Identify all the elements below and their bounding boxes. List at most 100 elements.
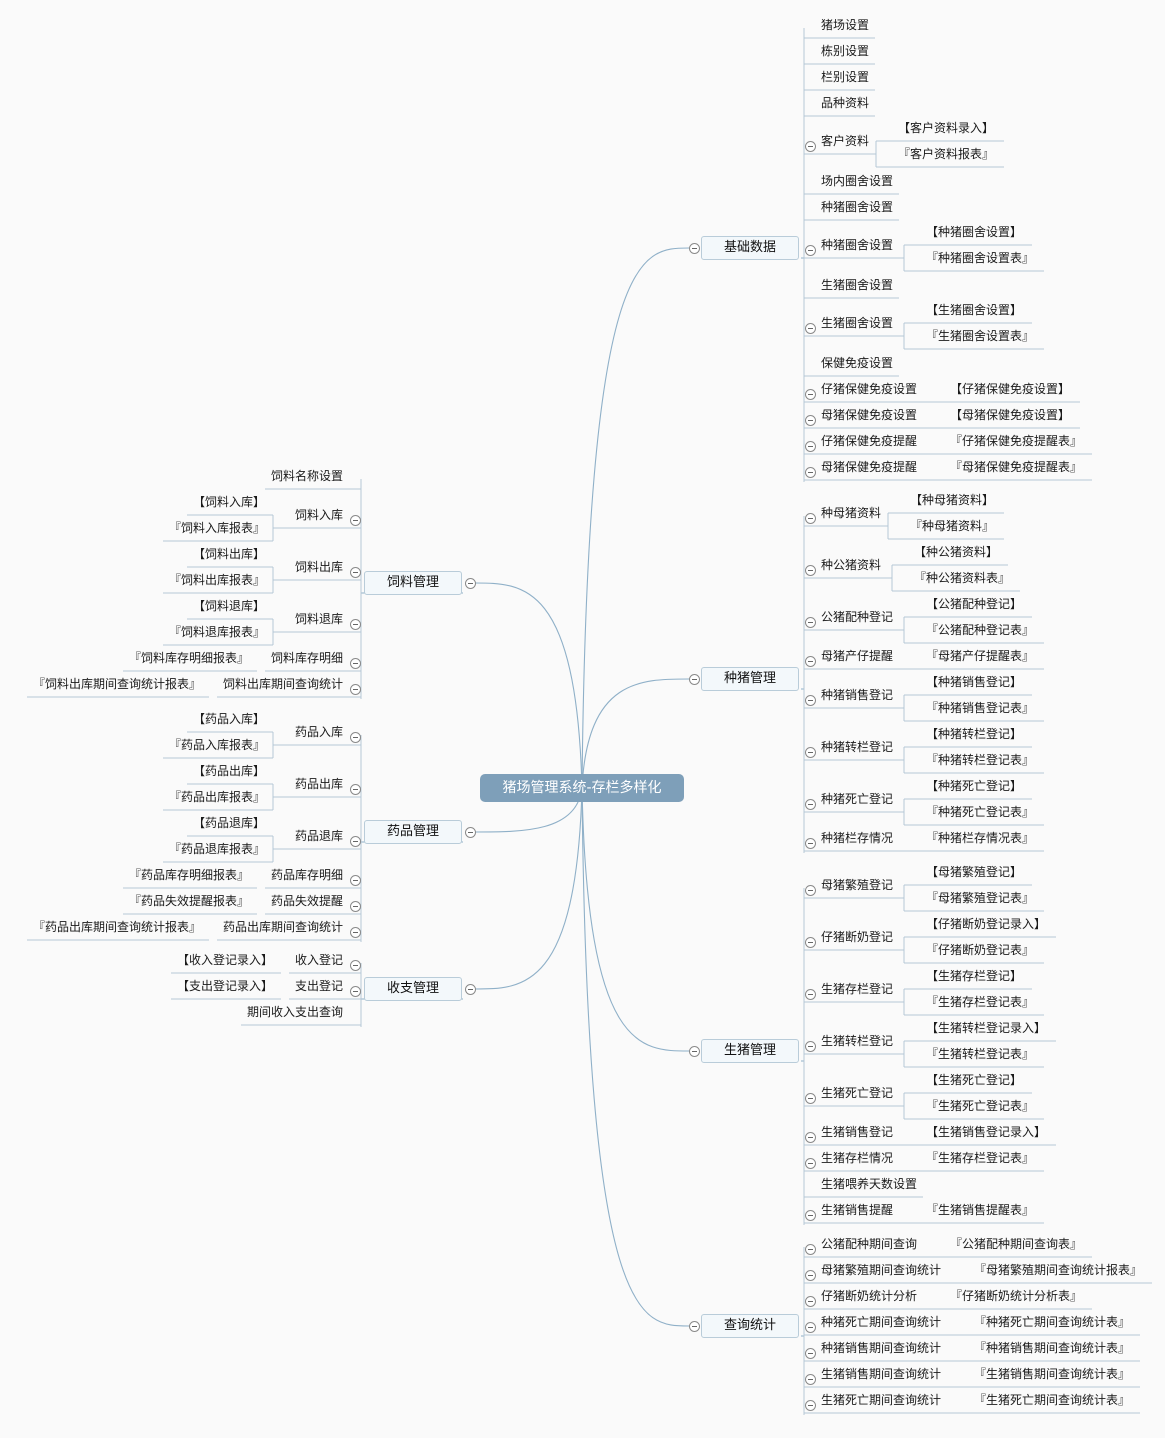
topic-6-4[interactable]: 药品库存明细 (271, 868, 344, 882)
subtopic-2-3-1[interactable]: 【公猪配种登记】 (926, 597, 1023, 611)
topic-3-6[interactable]: 生猪销售登记 (821, 1125, 894, 1139)
topic-7-3[interactable]: 期间收入支出查询 (247, 1005, 344, 1019)
branch-4[interactable]: 查询统计 (701, 1314, 799, 1338)
subtopic-2-3-2[interactable]: 『公猪配种登记表』 (926, 623, 1035, 637)
topic-3-5[interactable]: 生猪死亡登记 (821, 1086, 894, 1100)
branch-3[interactable]: 生猪管理 (701, 1039, 799, 1063)
collapse-toggle-icon[interactable] (805, 937, 816, 948)
collapse-toggle-icon[interactable] (350, 901, 361, 912)
topic-6-6[interactable]: 药品出库期间查询统计 (223, 920, 344, 934)
subtopic-5-5-1[interactable]: 『饲料库存明细报表』 (129, 651, 250, 665)
collapse-toggle-icon[interactable] (805, 747, 816, 758)
subtopic-3-2-2[interactable]: 『仔猪断奶登记表』 (926, 943, 1035, 957)
topic-1-4[interactable]: 品种资料 (821, 96, 870, 110)
topic-4-1[interactable]: 公猪配种期间查询 (821, 1237, 918, 1251)
collapse-toggle-icon[interactable] (805, 245, 816, 256)
topic-2-4[interactable]: 母猪产仔提醒 (821, 649, 894, 663)
subtopic-1-13-1[interactable]: 【母猪保健免疫设置】 (950, 408, 1071, 422)
collapse-toggle-icon[interactable] (350, 619, 361, 630)
collapse-toggle-icon[interactable] (465, 578, 476, 589)
branch-5[interactable]: 饲料管理 (364, 571, 462, 595)
subtopic-2-6-2[interactable]: 『种猪转栏登记表』 (926, 753, 1035, 767)
collapse-toggle-icon[interactable] (805, 617, 816, 628)
topic-7-1[interactable]: 收入登记 (295, 953, 344, 967)
central-topic[interactable]: 猪场管理系统-存栏多样化 (480, 774, 684, 802)
topic-3-2[interactable]: 仔猪断奶登记 (821, 930, 894, 944)
collapse-toggle-icon[interactable] (805, 467, 816, 478)
topic-5-3[interactable]: 饲料出库 (295, 560, 344, 574)
branch-1[interactable]: 基础数据 (701, 236, 799, 260)
collapse-toggle-icon[interactable] (350, 732, 361, 743)
topic-3-7[interactable]: 生猪存栏情况 (821, 1151, 894, 1165)
topic-4-3[interactable]: 仔猪断奶统计分析 (821, 1289, 918, 1303)
subtopic-6-3-2[interactable]: 『药品退库报表』 (169, 842, 266, 856)
subtopic-2-2-1[interactable]: 【种公猪资料】 (914, 545, 999, 559)
subtopic-3-7-1[interactable]: 『生猪存栏登记表』 (926, 1151, 1035, 1165)
collapse-toggle-icon[interactable] (350, 567, 361, 578)
subtopic-4-6-1[interactable]: 『生猪销售期间查询统计表』 (974, 1367, 1131, 1381)
topic-5-2[interactable]: 饲料入库 (295, 508, 344, 522)
topic-6-2[interactable]: 药品出库 (295, 777, 344, 791)
subtopic-6-4-1[interactable]: 『药品库存明细报表』 (129, 868, 250, 882)
collapse-toggle-icon[interactable] (805, 565, 816, 576)
collapse-toggle-icon[interactable] (689, 674, 700, 685)
collapse-toggle-icon[interactable] (689, 243, 700, 254)
subtopic-3-4-1[interactable]: 【生猪转栏登记录入】 (926, 1021, 1047, 1035)
subtopic-3-5-2[interactable]: 『生猪死亡登记表』 (926, 1099, 1035, 1113)
collapse-toggle-icon[interactable] (350, 986, 361, 997)
collapse-toggle-icon[interactable] (805, 415, 816, 426)
topic-2-8[interactable]: 种猪栏存情况 (821, 831, 894, 845)
collapse-toggle-icon[interactable] (350, 515, 361, 526)
subtopic-7-2-1[interactable]: 【支出登记录入】 (177, 979, 274, 993)
subtopic-1-10-2[interactable]: 『生猪圈舍设置表』 (926, 329, 1035, 343)
subtopic-1-10-1[interactable]: 【生猪圈舍设置】 (926, 303, 1023, 317)
subtopic-5-2-2[interactable]: 『饲料入库报表』 (169, 521, 266, 535)
topic-4-6[interactable]: 生猪销售期间查询统计 (821, 1367, 942, 1381)
subtopic-3-2-1[interactable]: 【仔猪断奶登记录入】 (926, 917, 1047, 931)
topic-3-3[interactable]: 生猪存栏登记 (821, 982, 894, 996)
collapse-toggle-icon[interactable] (805, 1158, 816, 1169)
collapse-toggle-icon[interactable] (805, 389, 816, 400)
topic-2-3[interactable]: 公猪配种登记 (821, 610, 894, 624)
topic-6-5[interactable]: 药品失效提醒 (271, 894, 344, 908)
topic-4-7[interactable]: 生猪死亡期间查询统计 (821, 1393, 942, 1407)
collapse-toggle-icon[interactable] (805, 141, 816, 152)
subtopic-6-6-1[interactable]: 『药品出库期间查询统计报表』 (33, 920, 202, 934)
topic-1-13[interactable]: 母猪保健免疫设置 (821, 408, 918, 422)
subtopic-3-9-1[interactable]: 『生猪销售提醒表』 (926, 1203, 1035, 1217)
collapse-toggle-icon[interactable] (805, 1041, 816, 1052)
subtopic-3-1-1[interactable]: 【母猪繁殖登记】 (926, 865, 1023, 879)
collapse-toggle-icon[interactable] (805, 513, 816, 524)
collapse-toggle-icon[interactable] (465, 984, 476, 995)
collapse-toggle-icon[interactable] (350, 875, 361, 886)
topic-1-6[interactable]: 场内圈舍设置 (821, 174, 894, 188)
subtopic-3-1-2[interactable]: 『母猪繁殖登记表』 (926, 891, 1035, 905)
subtopic-6-5-1[interactable]: 『药品失效提醒报表』 (129, 894, 250, 908)
topic-1-15[interactable]: 母猪保健免疫提醒 (821, 460, 918, 474)
collapse-toggle-icon[interactable] (805, 1374, 816, 1385)
subtopic-3-4-2[interactable]: 『生猪转栏登记表』 (926, 1047, 1035, 1061)
collapse-toggle-icon[interactable] (805, 1210, 816, 1221)
collapse-toggle-icon[interactable] (805, 1400, 816, 1411)
collapse-toggle-icon[interactable] (350, 658, 361, 669)
subtopic-1-8-1[interactable]: 【种猪圈舍设置】 (926, 225, 1023, 239)
branch-6[interactable]: 药品管理 (364, 820, 462, 844)
subtopic-2-8-1[interactable]: 『种猪栏存情况表』 (926, 831, 1035, 845)
collapse-toggle-icon[interactable] (805, 656, 816, 667)
subtopic-6-3-1[interactable]: 【药品退库】 (193, 816, 266, 830)
subtopic-5-6-1[interactable]: 『饲料出库期间查询统计报表』 (33, 677, 202, 691)
subtopic-4-5-1[interactable]: 『种猪销售期间查询统计表』 (974, 1341, 1131, 1355)
subtopic-2-5-2[interactable]: 『种猪销售登记表』 (926, 701, 1035, 715)
collapse-toggle-icon[interactable] (805, 1244, 816, 1255)
branch-7[interactable]: 收支管理 (364, 977, 462, 1001)
topic-2-6[interactable]: 种猪转栏登记 (821, 740, 894, 754)
topic-1-5[interactable]: 客户资料 (821, 134, 870, 148)
topic-1-9[interactable]: 生猪圈舍设置 (821, 278, 894, 292)
subtopic-4-7-1[interactable]: 『生猪死亡期间查询统计表』 (974, 1393, 1131, 1407)
collapse-toggle-icon[interactable] (805, 838, 816, 849)
subtopic-4-3-1[interactable]: 『仔猪断奶统计分析表』 (950, 1289, 1083, 1303)
topic-7-2[interactable]: 支出登记 (295, 979, 344, 993)
topic-1-7[interactable]: 种猪圈舍设置 (821, 200, 894, 214)
subtopic-4-2-1[interactable]: 『母猪繁殖期间查询统计报表』 (974, 1263, 1143, 1277)
topic-1-2[interactable]: 栋别设置 (821, 44, 870, 58)
